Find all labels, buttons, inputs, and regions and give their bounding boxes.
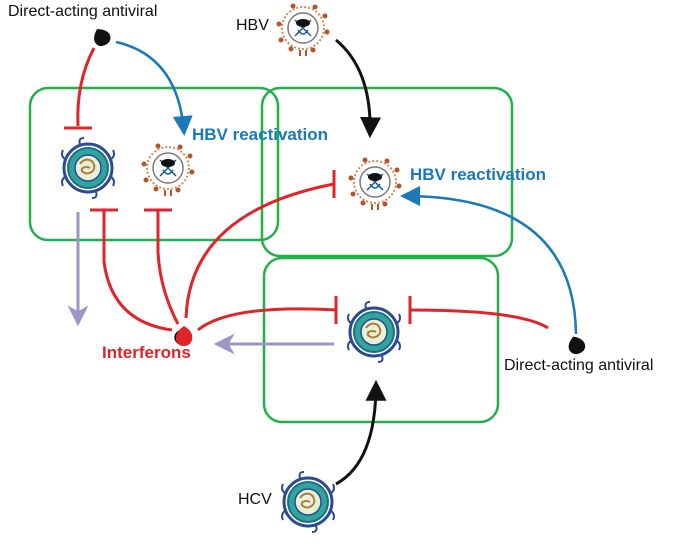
hbv-icon-top (275, 2, 331, 57)
ifn-inhibit-left-hbv-line (156, 210, 180, 325)
interferons-label: Interferons (102, 343, 191, 362)
ifn-inhibit-left-hcv-line (102, 210, 173, 332)
hcv-icon-left-cell (60, 136, 116, 200)
cell-box-top-right (260, 86, 514, 258)
hcv-icon-bottom-cell (346, 300, 402, 364)
antiviral-right-icon (565, 333, 588, 357)
hbv-icon-left-cell (140, 142, 196, 197)
cell-box-top-left (28, 86, 280, 242)
ifn-inhibit-bottom-hcv-line (197, 307, 337, 332)
daa-top-label: Direct-acting antiviral (8, 3, 157, 20)
daa-right-reactivation-arrow (400, 186, 578, 335)
hbv-top-label: HBV (236, 17, 269, 34)
hbv-infection-arrow (335, 38, 382, 139)
daa-right-label: Direct-acting antiviral (504, 357, 653, 374)
cell-box-bottom (262, 256, 500, 424)
hcv-icon-bottom (280, 470, 336, 534)
reactivation-label-right: HBV reactivation (410, 165, 546, 184)
antiviral-top-icon (89, 24, 114, 49)
daa-inhibit-hcv-line (76, 47, 96, 127)
hcv-bottom-label: HCV (238, 491, 272, 508)
hcv-infection-arrow (335, 379, 387, 486)
interferon-drop-icon (175, 326, 193, 346)
hbv-icon-right-cell (347, 156, 403, 211)
ifn-inhibit-right-hbv-line (184, 182, 335, 319)
reactivation-label-left: HBV reactivation (192, 125, 328, 144)
daa-right-inhibit-hcv-line (409, 308, 549, 330)
daa-top-reactivation-arrow (115, 40, 193, 136)
